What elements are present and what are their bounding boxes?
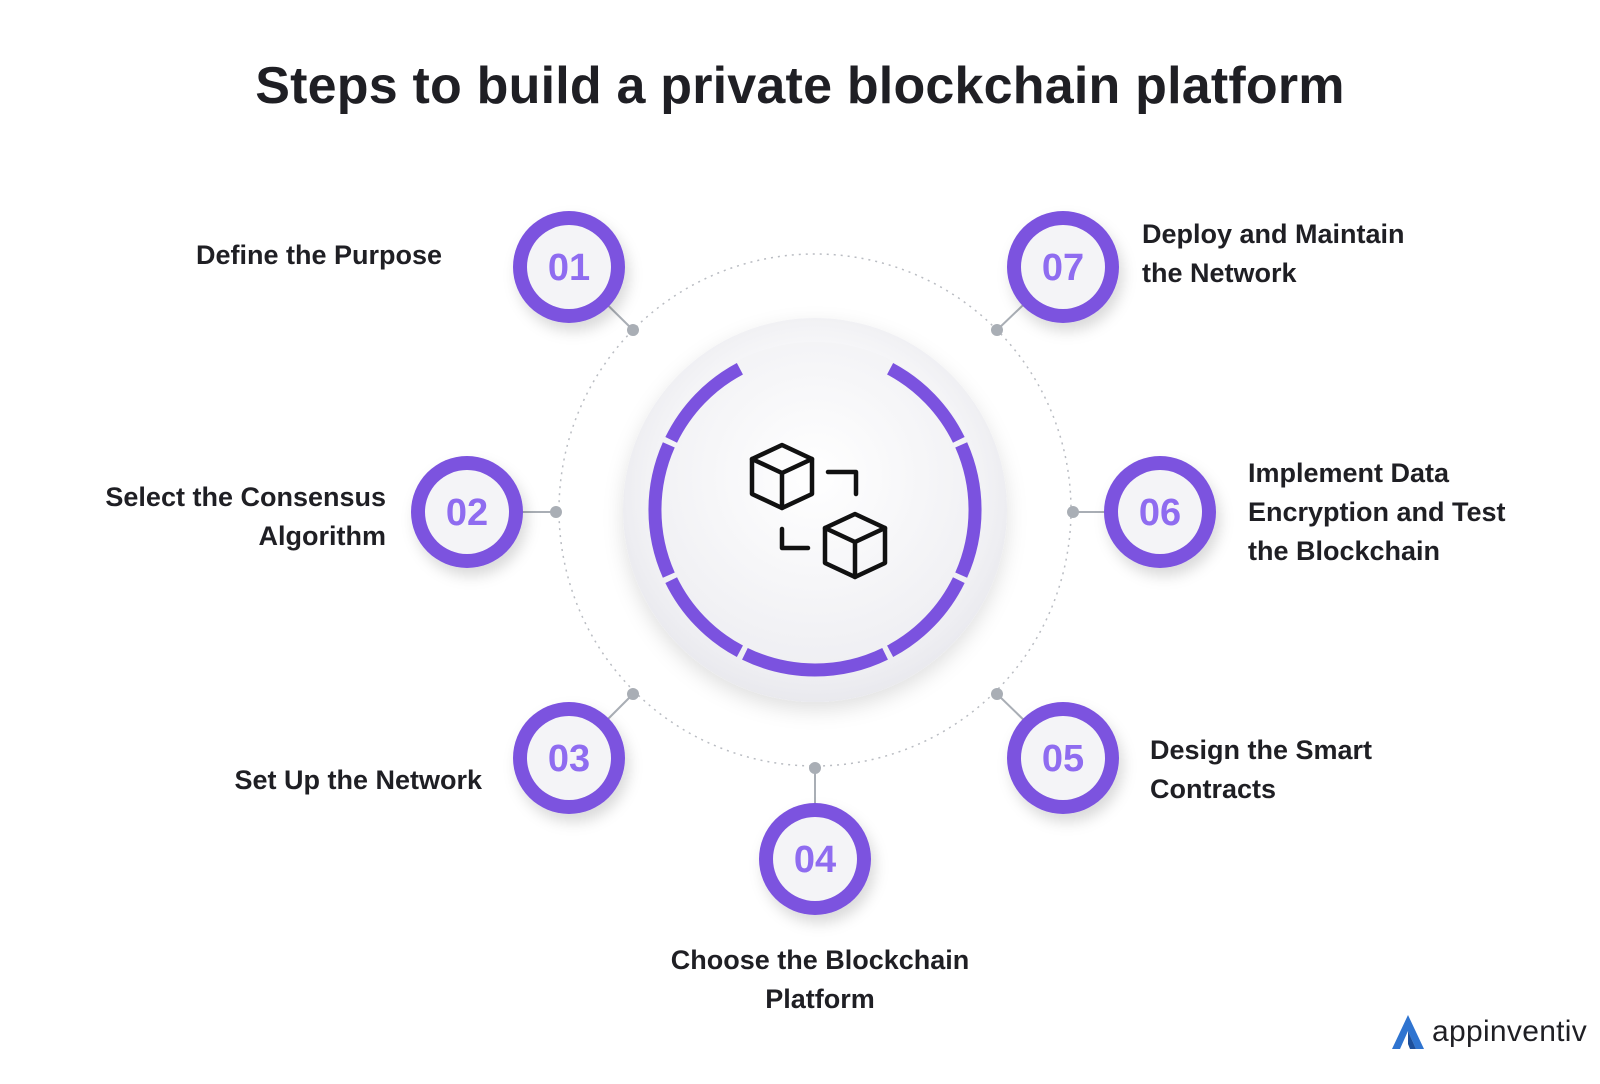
step-badge-05: 05	[1007, 702, 1119, 814]
badge-inner	[527, 225, 611, 309]
badge-inner	[1021, 225, 1105, 309]
arc-segment	[886, 577, 965, 658]
step-number: 04	[794, 839, 836, 881]
step-number: 03	[548, 738, 590, 780]
step-label-06: Implement Data Encryption and Test the B…	[1248, 458, 1506, 566]
step-number: 01	[548, 247, 590, 289]
connector-dot	[627, 688, 639, 700]
connector-dot	[809, 762, 821, 774]
step-label-07: Deploy and Maintain the Network	[1142, 219, 1405, 288]
step-label-04: Choose the Blockchain Platform	[670, 945, 970, 1014]
badge-inner	[1021, 716, 1105, 800]
connector-dot	[991, 688, 1003, 700]
step-label-02: Select the Consensus Algorithm	[105, 482, 386, 551]
arc-segment	[742, 647, 888, 677]
badge-inner	[425, 470, 509, 554]
step-badge-01: 01	[513, 211, 625, 323]
step-number: 06	[1139, 492, 1181, 534]
connector-dot	[627, 324, 639, 336]
progress-arc	[648, 362, 982, 677]
brand-logo: appinventiv	[1388, 1012, 1587, 1052]
arc-segment	[648, 442, 675, 578]
step-badge-03: 03	[513, 702, 625, 814]
step-label-01: Define the Purpose	[196, 240, 443, 270]
step-number: 02	[446, 492, 488, 534]
step-number: 07	[1042, 247, 1084, 289]
arc-segment	[665, 577, 744, 658]
arc-segment	[665, 362, 744, 443]
connector-dot	[1067, 506, 1079, 518]
step-label-05: Design the Smart Contracts	[1150, 735, 1373, 804]
step-label-03: Set Up the Network	[234, 765, 482, 795]
appinventiv-logo-icon	[1392, 1015, 1424, 1049]
arc-segment	[955, 442, 982, 578]
badge-inner	[1118, 470, 1202, 554]
step-badge-07: 07	[1007, 211, 1119, 323]
step-badge-06: 06	[1104, 456, 1216, 568]
connector-dot	[991, 324, 1003, 336]
brand-name: appinventiv	[1432, 1015, 1588, 1048]
badge-inner	[527, 716, 611, 800]
step-number: 05	[1042, 738, 1084, 780]
step-badges: 01 02 03 04 05 06 07	[411, 211, 1216, 915]
center-inner-disc	[647, 342, 983, 678]
step-badge-04: 04	[759, 803, 871, 915]
step-badge-02: 02	[411, 456, 523, 568]
connector-dot	[550, 506, 562, 518]
badge-inner	[773, 817, 857, 901]
page-title: Steps to build a private blockchain plat…	[255, 57, 1345, 115]
arc-segment	[886, 362, 965, 443]
blockchain-blocks-icon	[749, 442, 888, 580]
